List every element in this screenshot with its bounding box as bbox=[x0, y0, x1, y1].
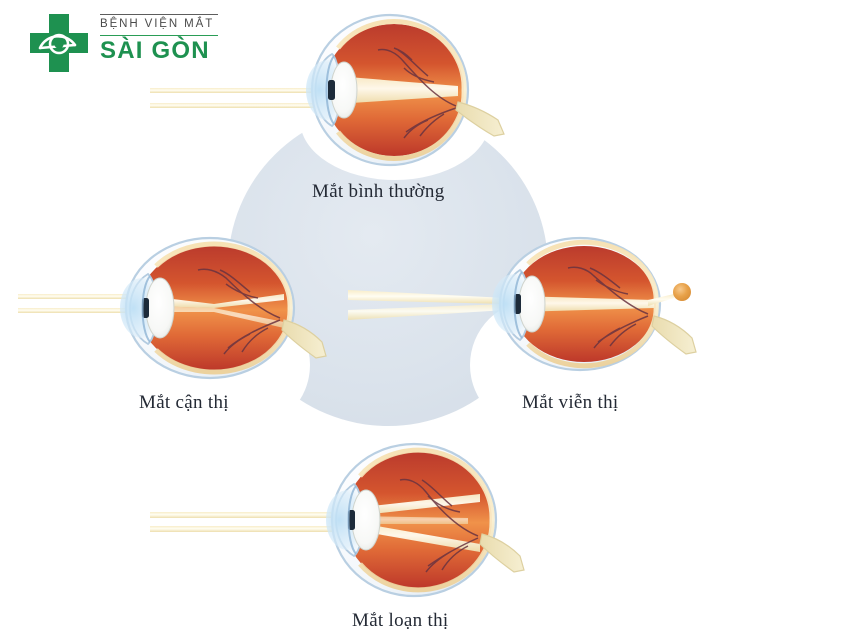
optic-nerve-hyperopia bbox=[651, 315, 697, 355]
optic-nerve-normal bbox=[455, 101, 505, 137]
logo-divider-bottom bbox=[100, 35, 218, 36]
logo-line-city: SÀI GÒN bbox=[100, 37, 210, 64]
eye-in-medical-cross-icon bbox=[28, 12, 90, 74]
retinal-vessels bbox=[377, 47, 457, 139]
caption-myopia-eye: Mắt cận thị bbox=[139, 392, 229, 413]
eye-diagram-hyperopia bbox=[348, 236, 697, 398]
eye-diagram-myopia bbox=[18, 236, 328, 396]
optic-nerve-astigmatism bbox=[479, 533, 525, 573]
light-rays-normal bbox=[150, 88, 322, 108]
light-rays-myopia bbox=[18, 294, 134, 313]
eye-diagram-astigmatism bbox=[150, 438, 550, 606]
logo-divider-top bbox=[100, 14, 218, 15]
retinal-vessels bbox=[399, 478, 479, 573]
optic-nerve-myopia bbox=[281, 319, 327, 359]
eye-diagram-normal bbox=[150, 10, 550, 175]
caption-normal-eye: Mắt bình thường bbox=[312, 181, 445, 202]
logo-line-hospital: BỆNH VIỆN MẮT bbox=[100, 18, 215, 30]
light-rays-hyperopia bbox=[348, 290, 506, 320]
retinal-vessels bbox=[197, 268, 281, 355]
hospital-logo: BỆNH VIỆN MẮT SÀI GÒN bbox=[28, 8, 228, 80]
caption-astigmatism-eye: Mắt loạn thị bbox=[352, 610, 449, 631]
light-rays-astigmatism bbox=[150, 512, 336, 532]
caption-hyperopia-eye: Mắt viễn thị bbox=[522, 392, 619, 413]
retinal-vessels bbox=[567, 266, 649, 349]
focal-point-dot bbox=[673, 283, 691, 301]
logo-wordmark: BỆNH VIỆN MẮT SÀI GÒN bbox=[100, 14, 228, 64]
